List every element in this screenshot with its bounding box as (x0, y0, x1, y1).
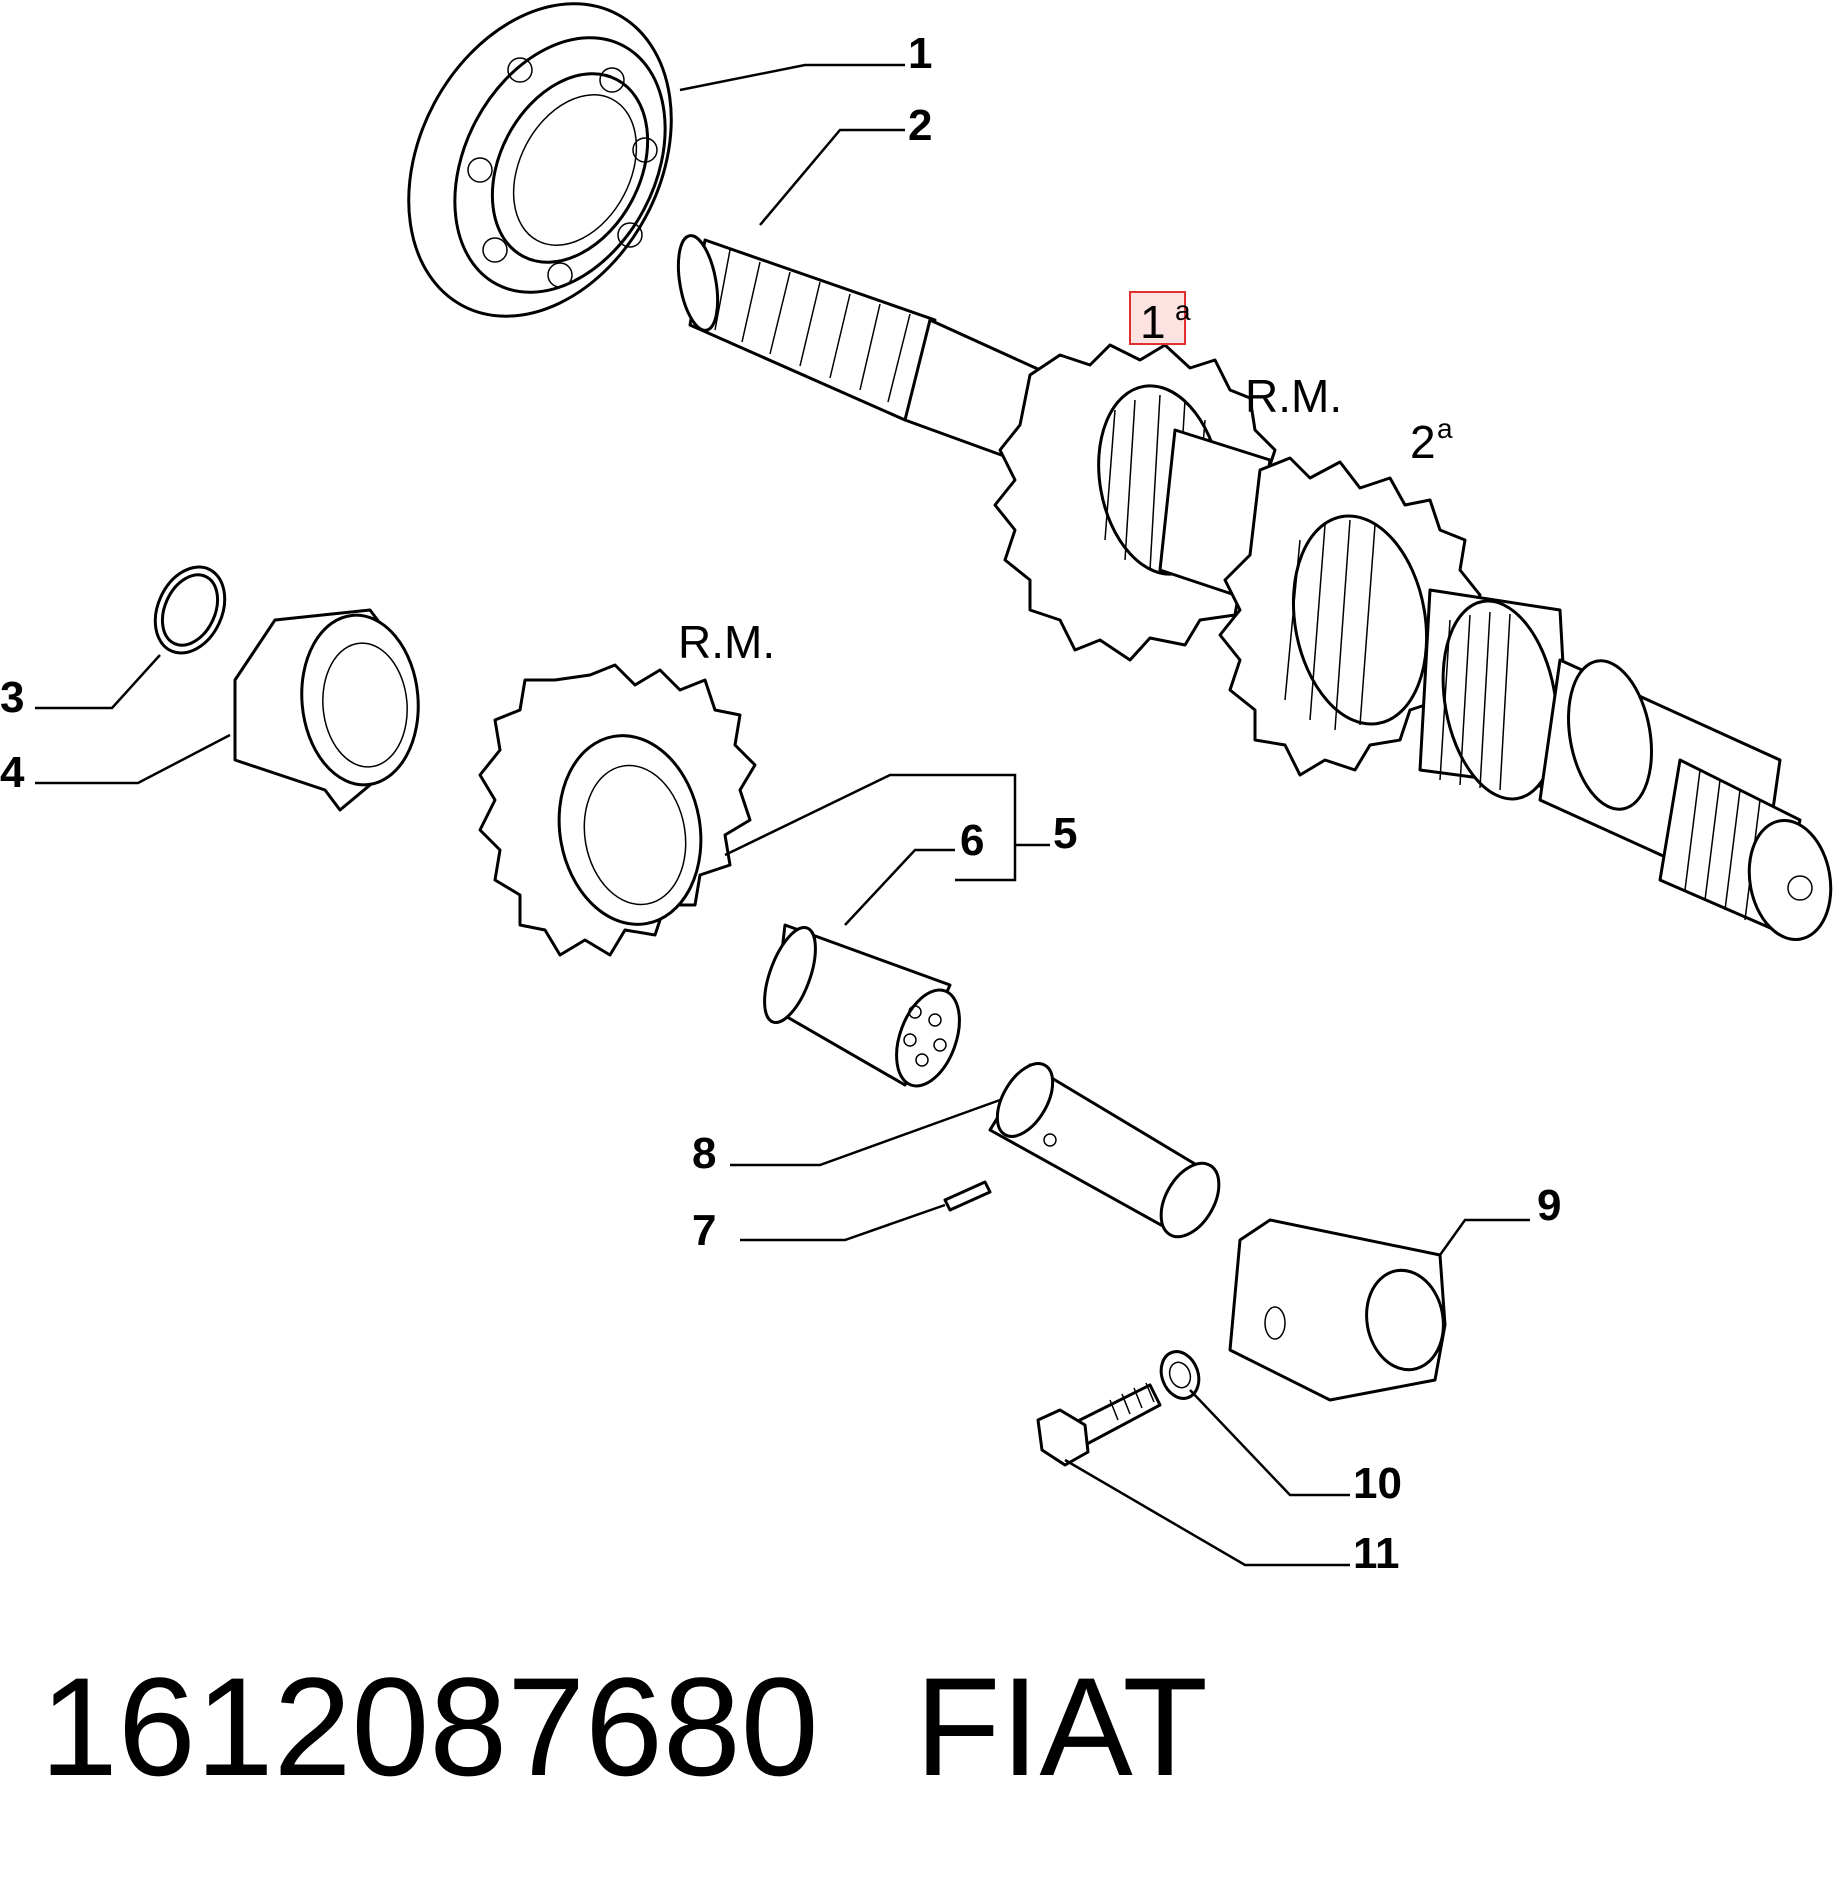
callout-6: 6 (960, 816, 984, 865)
first-gear-label: 1 (1140, 296, 1166, 348)
callout-1: 1 (908, 29, 932, 78)
callout-2: 2 (908, 101, 932, 150)
first-gear-highlight (1129, 291, 1186, 345)
bushing-part[interactable] (233, 608, 425, 812)
main-shaft-part[interactable] (672, 233, 1839, 946)
bearing-part[interactable] (357, 0, 724, 362)
pin-part[interactable] (986, 1054, 1231, 1246)
reverse-gear-part[interactable] (478, 663, 757, 957)
dowel-part[interactable] (943, 1180, 992, 1212)
callout-10: 10 (1353, 1459, 1402, 1508)
callout-9: 9 (1537, 1181, 1561, 1230)
part-number: 1612087680 (40, 1648, 819, 1805)
washer-part[interactable] (1155, 1346, 1205, 1403)
needle-bearing-part[interactable] (754, 921, 971, 1094)
ring-part[interactable] (142, 556, 238, 665)
callout-7: 7 (692, 1206, 716, 1255)
brand-name: FIAT (915, 1648, 1208, 1805)
bolt-part[interactable] (1036, 1382, 1162, 1467)
callout-8: 8 (692, 1129, 716, 1178)
callout-11: 11 (1353, 1529, 1400, 1578)
support-block-part[interactable] (1228, 1218, 1451, 1402)
callout-3: 3 (0, 673, 24, 722)
callout-5: 5 (1053, 809, 1077, 858)
callout-4: 4 (0, 748, 25, 797)
reverse-label-shaft: R.M. (1245, 370, 1342, 422)
first-gear-superscript: a (1175, 295, 1191, 326)
second-gear-superscript: a (1437, 413, 1453, 444)
reverse-label-gear: R.M. (678, 616, 775, 668)
leader-lines (35, 63, 1530, 1567)
second-gear-label: 2 (1410, 416, 1436, 468)
